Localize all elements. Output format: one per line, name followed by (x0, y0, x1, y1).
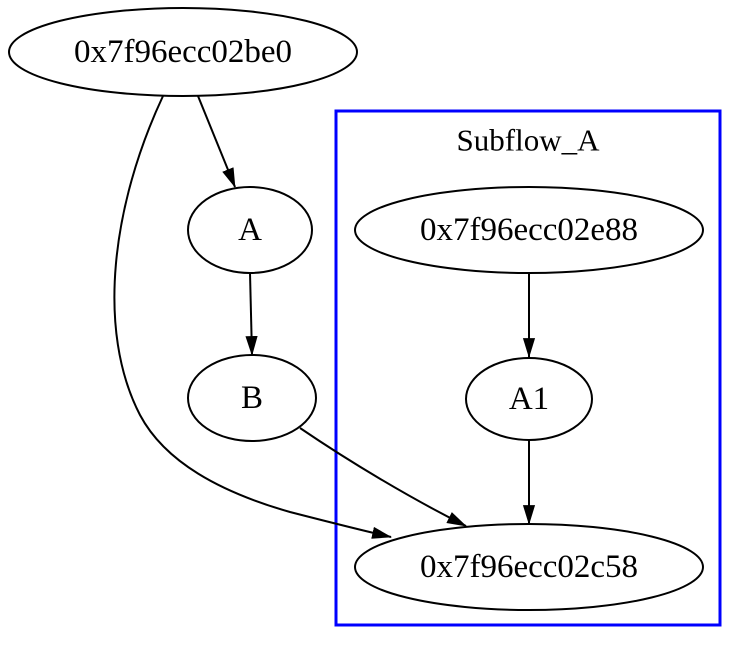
edge-a-to-b (245, 272, 258, 357)
edge-be0-to-c58 (113, 95, 393, 539)
edge-be0-to-a (197, 95, 236, 188)
node-a1-label: A1 (509, 381, 549, 417)
node-b-ellipse (187, 354, 317, 442)
node-be0-ellipse (8, 7, 358, 97)
edge-b-to-c58 (299, 427, 467, 527)
node-be0-label: 0x7f96ecc02be0 (74, 34, 292, 70)
cluster-label: Subflow_A (457, 123, 601, 158)
node-a1: A1 (465, 357, 593, 441)
node-e88: 0x7f96ecc02e88 (354, 186, 704, 274)
edges (113, 95, 536, 539)
node-a-ellipse (187, 186, 313, 274)
node-e88-label: 0x7f96ecc02e88 (420, 212, 638, 248)
node-b: B (187, 354, 317, 442)
cluster-subflow-a: Subflow_A (334, 109, 722, 627)
node-be0: 0x7f96ecc02be0 (8, 7, 358, 97)
node-c58-ellipse (354, 523, 704, 611)
node-a1-ellipse (465, 357, 593, 441)
node-a-label: A (238, 212, 262, 248)
node-a: A (187, 186, 313, 274)
node-e88-ellipse (354, 186, 704, 274)
node-b-label: B (241, 380, 263, 416)
node-c58: 0x7f96ecc02c58 (354, 523, 704, 611)
node-c58-label: 0x7f96ecc02c58 (420, 549, 638, 585)
cluster-border (334, 109, 722, 627)
